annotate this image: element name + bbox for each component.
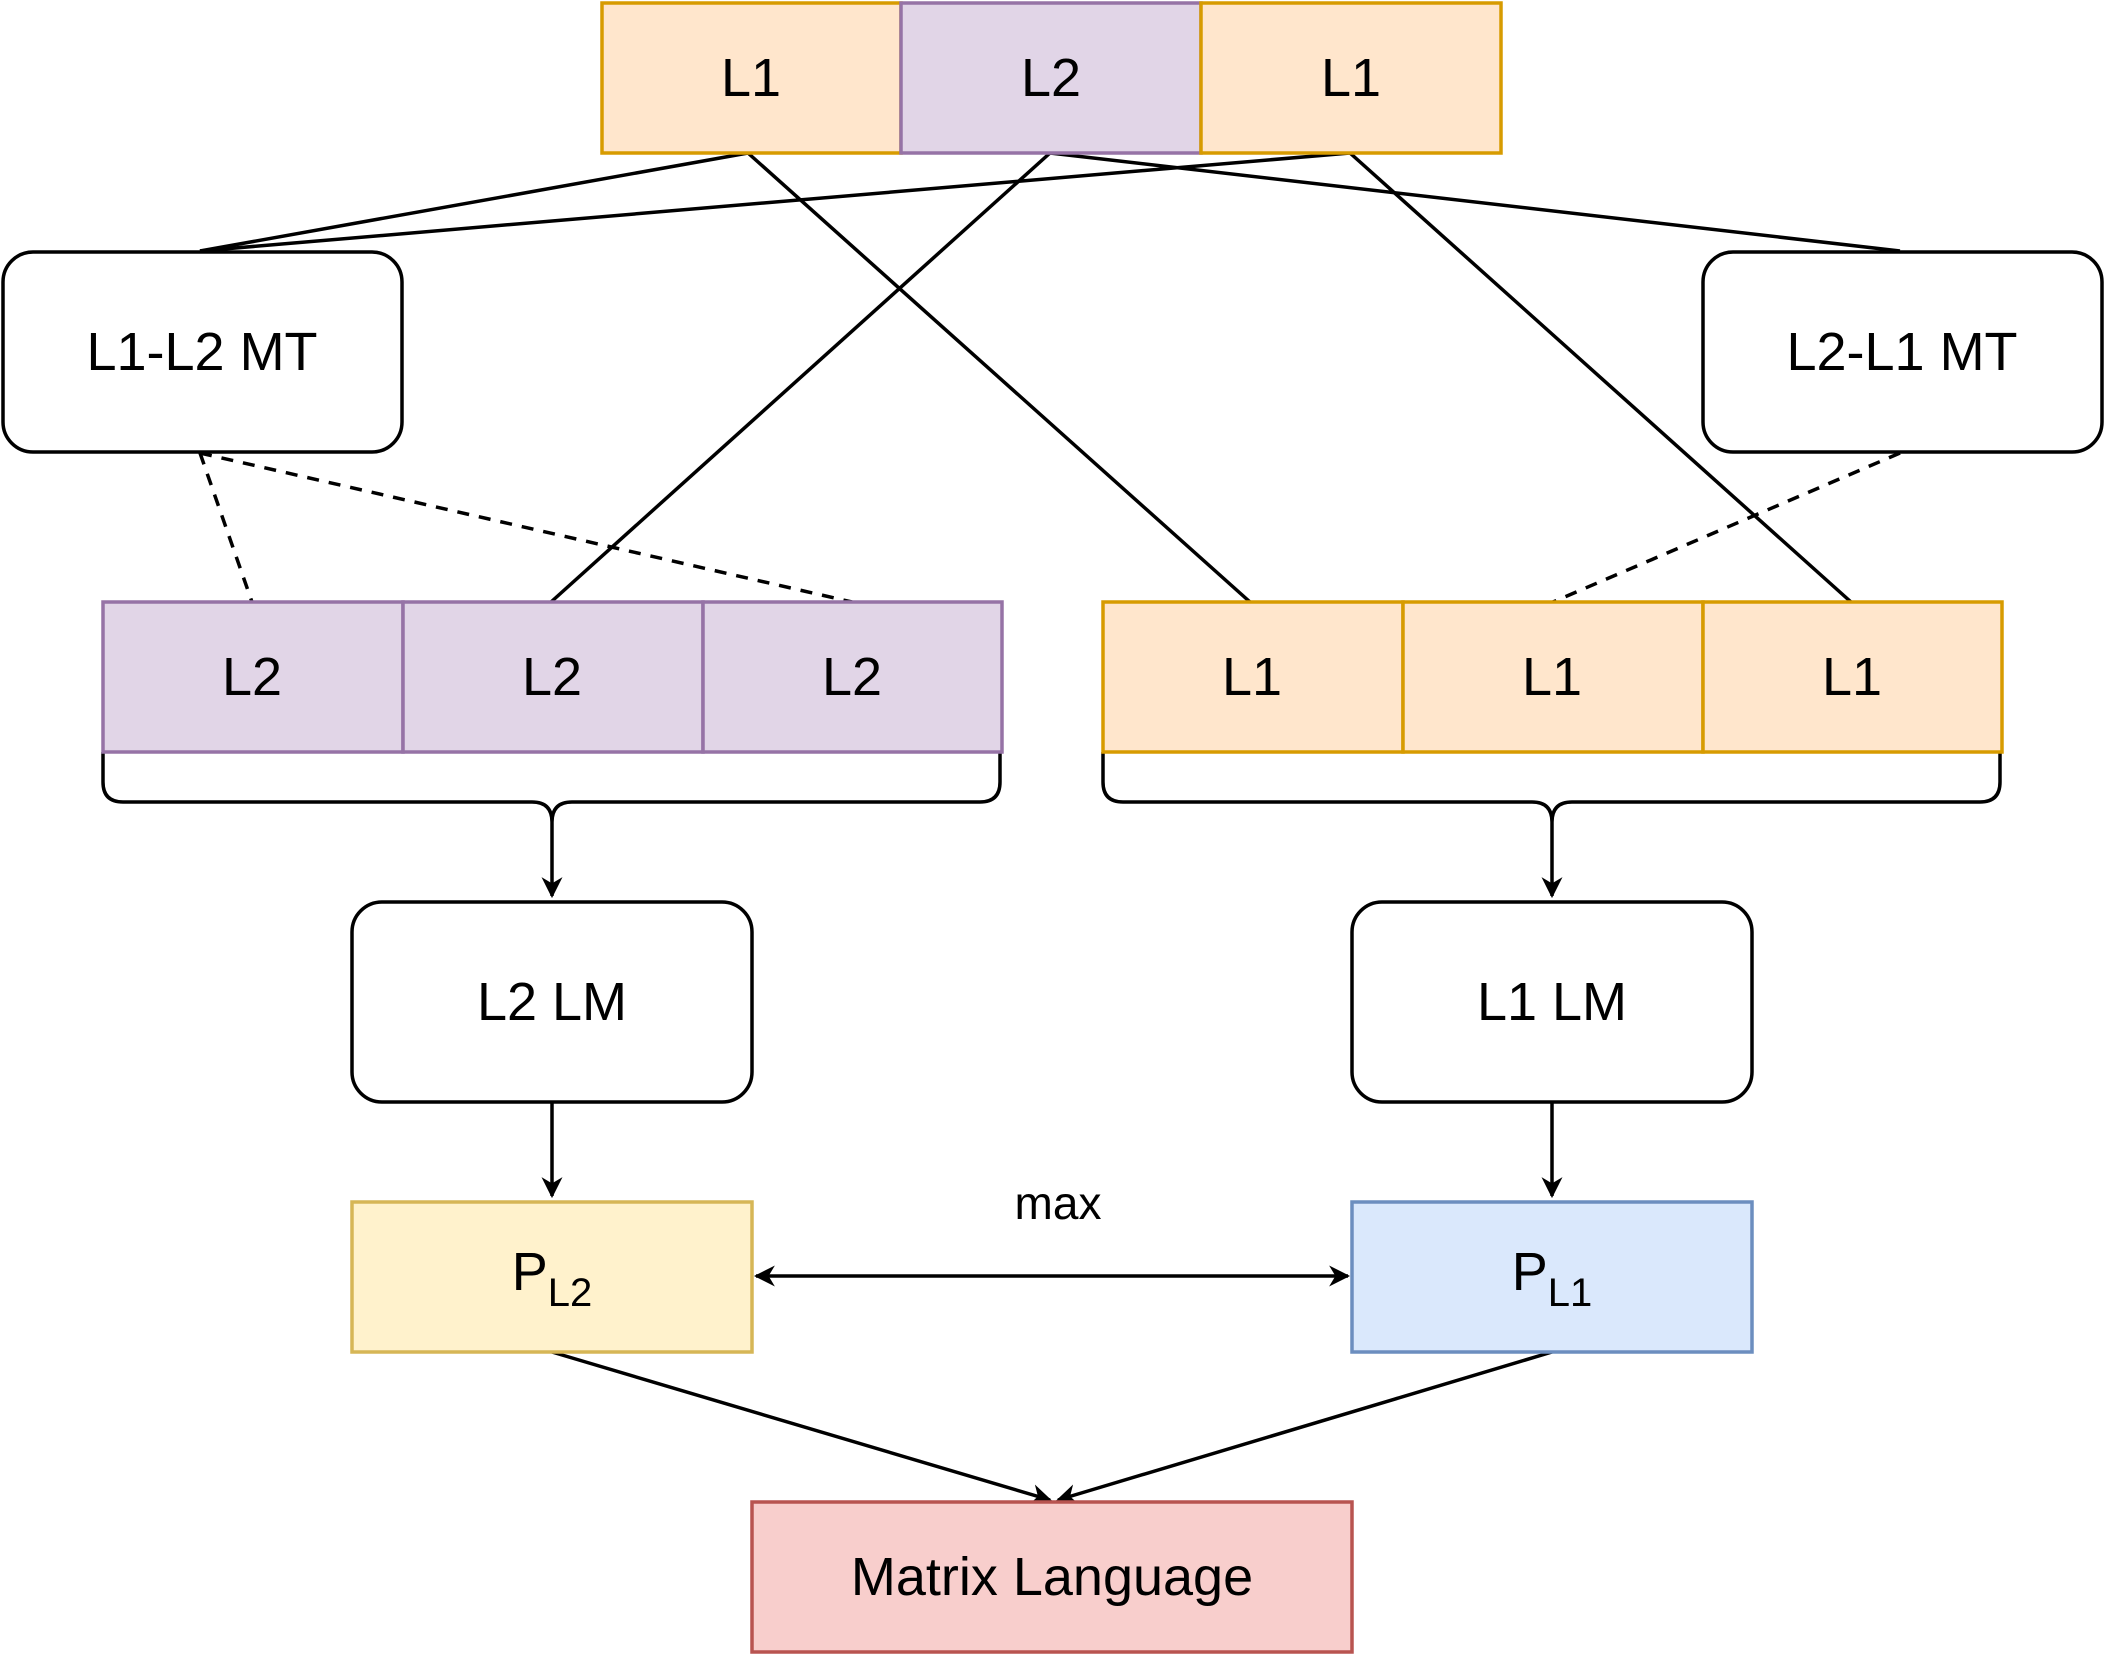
l2-language-model: L2 LM [350, 900, 754, 1104]
brace-l1-group [1101, 752, 2002, 823]
brace-l2-group [101, 752, 1002, 823]
input-token-3 [1199, 1, 1503, 155]
l1-token-3 [1701, 600, 2004, 754]
edge-l1a-to-l1-copy [746, 151, 1252, 604]
l1-l2-mt-model: L1-L2 MT [1, 250, 404, 454]
matrix-language-label: Matrix Language [851, 1547, 1253, 1607]
arrow-pl2-to-matrix [551, 1350, 1053, 1505]
l1-token-1-label: L1 [1222, 647, 1282, 707]
l1-lm-box [1350, 900, 1754, 1104]
edge-l2-to-l2l1mt [1049, 151, 1901, 253]
dashed-mt-to-l2-third [199, 451, 853, 604]
input-token-2-label: L2 [1021, 48, 1081, 108]
pl1-label: PL1 [1512, 1242, 1593, 1315]
l2-l1-mt-box [1701, 250, 2104, 454]
dashed-mt-to-l1-middle [1552, 451, 1901, 604]
translated-l2-sentence: L2 L2 L2 [101, 600, 1004, 754]
edge-l2-to-l2-copy [549, 151, 1052, 604]
l2-token-2 [401, 600, 705, 754]
translated-l1-sentence: L1 L1 L1 [1101, 600, 2004, 754]
input-token-1-label: L1 [721, 48, 781, 108]
connectors [101, 151, 2002, 1505]
max-label: max [1015, 1177, 1102, 1229]
input-token-3-label: L1 [1321, 48, 1381, 108]
l2-token-1 [101, 600, 405, 754]
input-sentence: L1 L2 L1 [600, 1, 1503, 155]
pl1-base: P [1512, 1242, 1548, 1302]
matrix-language-output: Matrix Language [750, 1500, 1354, 1654]
edge-l1b-to-l1l2mt [199, 151, 1351, 253]
matrix-language-box [750, 1500, 1354, 1654]
l2-lm-label: L2 LM [477, 972, 627, 1032]
dashed-mt-to-l2-first [198, 452, 254, 603]
l2-token-1-label: L2 [222, 647, 282, 707]
pl2-subscript: L2 [548, 1271, 593, 1315]
l1-token-3-label: L1 [1822, 647, 1882, 707]
l2-token-2-label: L2 [522, 647, 582, 707]
pl2-base: P [512, 1242, 548, 1302]
probability-l2: PL2 [350, 1200, 754, 1354]
l1-token-2 [1401, 600, 1705, 754]
pl1-subscript: L1 [1548, 1271, 1593, 1315]
pl2-label: PL2 [512, 1242, 593, 1315]
l2-l1-mt-label: L2-L1 MT [1786, 322, 2017, 382]
l1-lm-label: L1 LM [1477, 972, 1627, 1032]
probability-l1: PL1 [1350, 1200, 1754, 1354]
l2-lm-box [350, 900, 754, 1104]
l1-token-2-label: L1 [1522, 647, 1582, 707]
l2-token-3 [701, 600, 1004, 754]
arrow-pl1-to-matrix [1055, 1350, 1553, 1505]
l1-language-model: L1 LM [1350, 900, 1754, 1104]
pl1-box [1350, 1200, 1754, 1354]
l1-l2-mt-box [1, 250, 404, 454]
edge-l1a-to-l1l2mt [199, 151, 749, 253]
pl2-box [350, 1200, 754, 1354]
edge-l1b-to-l1-copy [1348, 151, 1853, 604]
l2-token-3-label: L2 [822, 647, 882, 707]
l1-l2-mt-label: L1-L2 MT [86, 322, 317, 382]
l2-l1-mt-model: L2-L1 MT [1701, 250, 2104, 454]
